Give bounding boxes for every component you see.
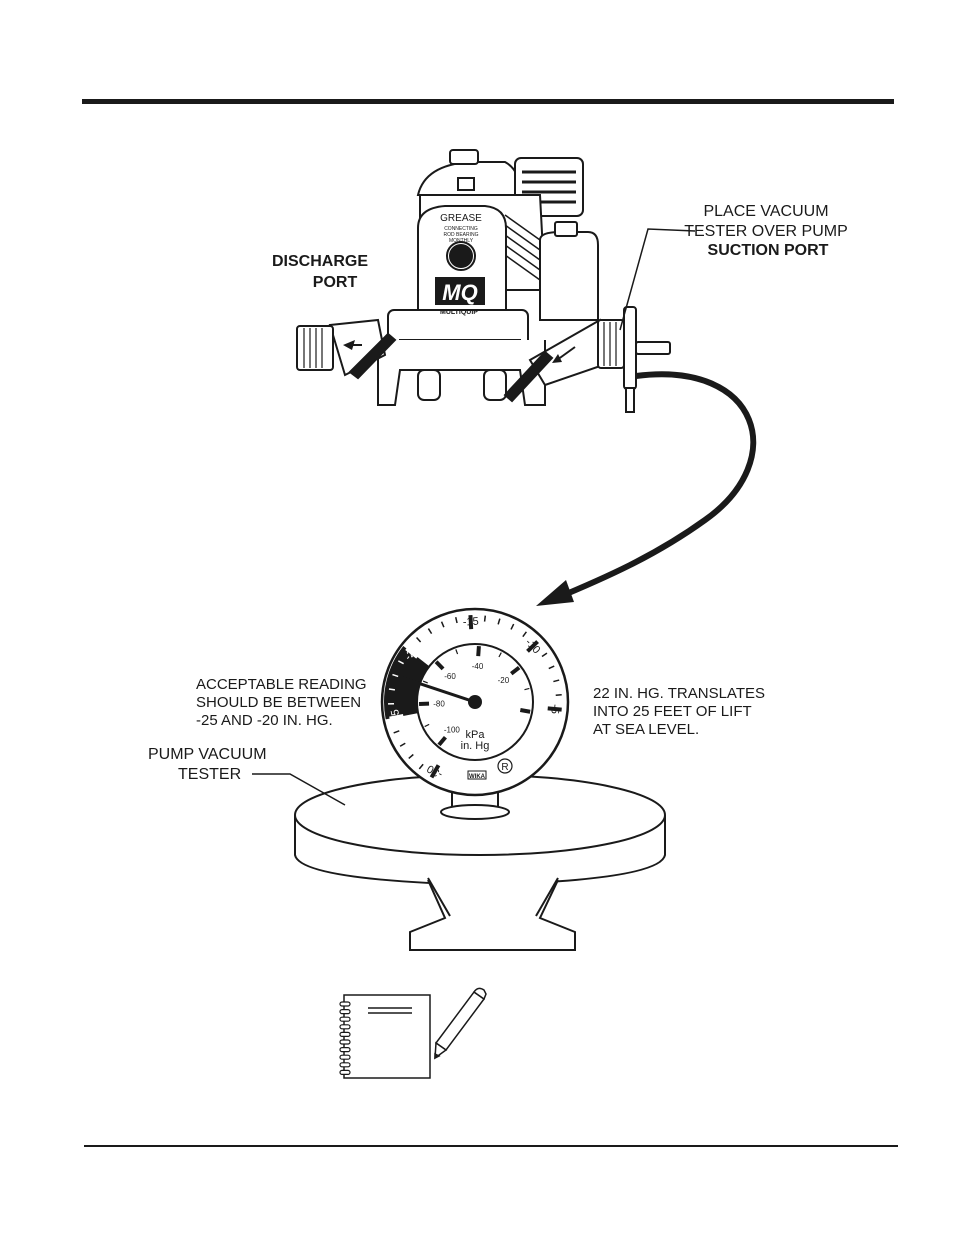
spiral-ring bbox=[339, 1046, 351, 1053]
spiral-ring bbox=[339, 1054, 351, 1060]
outer-tick bbox=[388, 688, 396, 691]
inner-ticks: -100 -80 -60 -40 -20 bbox=[418, 645, 531, 747]
outer-tick bbox=[408, 753, 414, 759]
maker-logo: WIKA bbox=[469, 774, 486, 780]
outer-tick bbox=[416, 637, 422, 643]
inner-tick-label: -20 bbox=[498, 676, 510, 685]
brand-name: MULTIQUIP bbox=[440, 309, 478, 316]
grease-line-2: ROD BEARING bbox=[443, 232, 478, 238]
outer-tick bbox=[526, 640, 539, 653]
outer-tick bbox=[468, 615, 474, 630]
needle-hub bbox=[468, 695, 482, 709]
tester-stand bbox=[294, 774, 666, 951]
inner-tick bbox=[510, 665, 521, 676]
outer-tick bbox=[522, 631, 527, 638]
hose-arrow bbox=[550, 371, 757, 603]
inner-tick-label: -80 bbox=[433, 699, 445, 708]
pump-illustration bbox=[296, 149, 671, 413]
inner-tick bbox=[434, 660, 445, 671]
outer-tick-label: -25 bbox=[389, 708, 404, 726]
spiral-ring bbox=[339, 1062, 351, 1068]
unit-inhg: in. Hg bbox=[461, 740, 490, 752]
pencil-icon bbox=[434, 987, 487, 1060]
outer-tick bbox=[399, 742, 406, 747]
spiral-ring bbox=[339, 1031, 351, 1038]
outer-tick bbox=[483, 615, 487, 622]
outer-tick bbox=[510, 623, 515, 630]
grease-line-3: MONTHLY bbox=[449, 238, 474, 244]
outer-tick bbox=[405, 646, 419, 659]
inner-tick bbox=[476, 645, 481, 657]
discharge-label-line-2: PORT bbox=[313, 274, 358, 291]
inner-tick bbox=[455, 649, 459, 655]
inner-tick bbox=[424, 723, 430, 728]
inner-tick-label: -60 bbox=[444, 672, 456, 681]
tester-line-1: PUMP VACUUM bbox=[148, 746, 267, 763]
lift-line-2: INTO 25 FEET OF LIFT bbox=[593, 703, 752, 720]
outer-tick bbox=[397, 660, 404, 665]
top-rule bbox=[82, 99, 894, 104]
suction-label-line-1: PLACE VACUUM bbox=[703, 203, 828, 220]
spiral-ring bbox=[339, 1039, 351, 1045]
outer-tick bbox=[392, 673, 399, 678]
outer-tick bbox=[393, 730, 400, 734]
outer-tick bbox=[548, 665, 555, 670]
gauge-needle bbox=[399, 675, 482, 706]
tester-leader-line bbox=[252, 773, 346, 806]
outer-tick bbox=[440, 621, 445, 628]
bottom-rule bbox=[84, 1145, 898, 1147]
spiral-ring bbox=[339, 1008, 351, 1015]
outer-tick bbox=[454, 616, 458, 624]
inner-tick-label: -100 bbox=[444, 726, 461, 735]
outer-ticks: -30-25-20-15-10-5 bbox=[388, 615, 562, 780]
inner-tick-label: -40 bbox=[472, 662, 484, 671]
suction-label-line-2: TESTER OVER PUMP bbox=[684, 223, 848, 240]
vacuum-gauge: -30-25-20-15-10-5 -100-80-60-40-20 bbox=[380, 607, 570, 797]
notebook-icon bbox=[339, 994, 431, 1079]
outer-tick bbox=[553, 679, 560, 683]
unit-kpa: kPa bbox=[466, 729, 486, 741]
grease-title: GREASE bbox=[440, 213, 482, 224]
spiral-ring bbox=[339, 1001, 351, 1007]
acceptable-line-3: -25 AND -20 IN. HG. bbox=[196, 712, 333, 729]
outer-tick bbox=[427, 628, 433, 635]
registered-mark bbox=[497, 758, 513, 774]
outer-tick bbox=[547, 706, 562, 712]
inner-tick bbox=[524, 687, 530, 691]
outer-tick bbox=[541, 652, 548, 658]
registered-letter: R bbox=[501, 762, 508, 773]
tester-line-2: TESTER bbox=[178, 766, 241, 783]
lift-line-3: AT SEA LEVEL. bbox=[593, 721, 699, 738]
spiral-ring bbox=[339, 1024, 351, 1030]
inner-tick bbox=[498, 652, 502, 658]
outer-tick bbox=[429, 764, 441, 779]
outer-tick bbox=[555, 693, 562, 696]
outer-tick-label: -15 bbox=[463, 616, 480, 629]
hose-arrowhead bbox=[536, 580, 574, 606]
outer-tick bbox=[389, 713, 404, 721]
outer-tick bbox=[418, 763, 424, 770]
spiral-ring bbox=[339, 1016, 351, 1022]
inner-tick bbox=[519, 708, 531, 714]
suction-label-line-3: SUCTION PORT bbox=[708, 242, 829, 259]
grease-line-1: CONNECTING bbox=[444, 226, 478, 232]
suction-leader-line bbox=[619, 228, 696, 331]
outer-tick bbox=[497, 618, 501, 625]
acceptable-band bbox=[384, 645, 430, 720]
mq-logo: MQ bbox=[442, 280, 477, 305]
acceptable-line-2: SHOULD BE BETWEEN bbox=[196, 694, 361, 711]
discharge-label-line-1: DISCHARGE bbox=[272, 253, 368, 270]
inner-tick bbox=[437, 735, 447, 747]
acceptable-line-1: ACCEPTABLE READING bbox=[196, 676, 367, 693]
spiral-ring bbox=[339, 1069, 351, 1076]
lift-line-1: 22 IN. HG. TRANSLATES bbox=[593, 685, 765, 702]
outer-tick-label: -5 bbox=[548, 704, 561, 715]
inner-tick bbox=[422, 680, 428, 684]
